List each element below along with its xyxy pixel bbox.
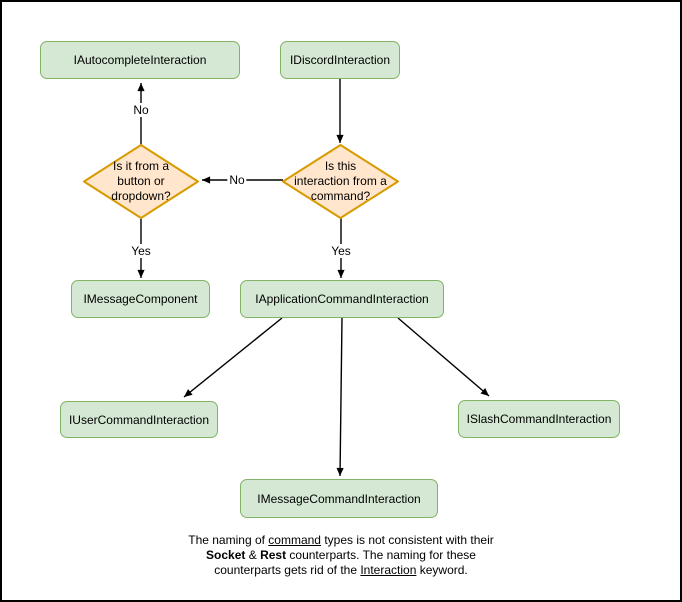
node-label: ISlashCommandInteraction bbox=[466, 412, 612, 426]
node-discord-interaction: IDiscordInteraction bbox=[280, 41, 400, 79]
node-slash-command-interaction: ISlashCommandInteraction bbox=[458, 400, 620, 438]
edge-label-no-to-button-dropdown: No bbox=[227, 173, 247, 187]
underlined-word: Interaction bbox=[360, 563, 417, 577]
node-label: IApplicationCommandInteraction bbox=[255, 292, 429, 306]
node-label: IMessageComponent bbox=[83, 292, 198, 306]
decision-label-button-or-dropdown: Is it from a button or dropdown? bbox=[111, 159, 171, 203]
edge-application-command-to-message-command bbox=[336, 317, 344, 477]
node-label: IUserCommandInteraction bbox=[68, 412, 210, 427]
bold-word: Socket bbox=[206, 548, 246, 562]
node-autocomplete-interaction: IAutocompleteInteraction bbox=[40, 41, 240, 79]
bold-word: Rest bbox=[260, 548, 287, 562]
edge-application-command-to-slash-command bbox=[397, 317, 490, 397]
footnote: The naming of command types is not consi… bbox=[141, 533, 541, 578]
node-label: IDiscordInteraction bbox=[289, 53, 391, 67]
footnote-line-3: counterparts gets rid of the Interaction… bbox=[214, 563, 468, 577]
node-message-command-interaction: IMessageCommandInteraction bbox=[240, 479, 438, 518]
edge-label-yes-to-application-command: Yes bbox=[329, 244, 353, 258]
node-user-command-interaction: IUserCommandInteraction bbox=[60, 401, 218, 438]
node-label: IMessageCommandInteraction bbox=[257, 491, 421, 506]
node-message-component: IMessageComponent bbox=[71, 280, 210, 318]
node-application-command-interaction: IApplicationCommandInteraction bbox=[240, 280, 444, 318]
underlined-word: command bbox=[268, 533, 321, 547]
edge-label-no-to-autocomplete: No bbox=[131, 103, 151, 117]
footnote-line-1: The naming of command types is not consi… bbox=[188, 533, 494, 547]
decision-diamond-button-or-dropdown bbox=[83, 144, 199, 219]
decision-label-from-command: Is this interaction from a command? bbox=[294, 159, 387, 203]
edge-application-command-to-user-command bbox=[183, 317, 283, 398]
decision-diamond-from-command bbox=[282, 144, 399, 219]
node-label: IAutocompleteInteraction bbox=[73, 53, 207, 67]
edge-label-yes-to-message-component: Yes bbox=[129, 244, 153, 258]
footnote-line-2: Socket & Rest counterparts. The naming f… bbox=[206, 548, 476, 562]
